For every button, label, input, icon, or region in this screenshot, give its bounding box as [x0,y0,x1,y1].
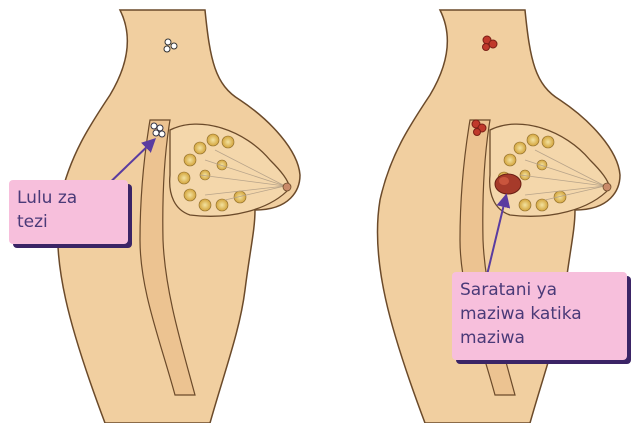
lymph-nodes-callout: Lulu za tezi [9,180,128,244]
right-torso-figure [377,10,620,423]
breast-cancer-callout: Saratani ya maziwa katika maziwa [452,272,627,360]
callout-line: maziwa katika [460,302,619,326]
callout-line: tezi [17,210,120,234]
callout-line: Saratani ya [460,278,619,302]
callout-line: maziwa [460,326,619,350]
callout-line: Lulu za [17,186,120,210]
right-nipple [603,183,611,191]
left-nipple [283,183,291,191]
tumor-mass [495,174,521,194]
